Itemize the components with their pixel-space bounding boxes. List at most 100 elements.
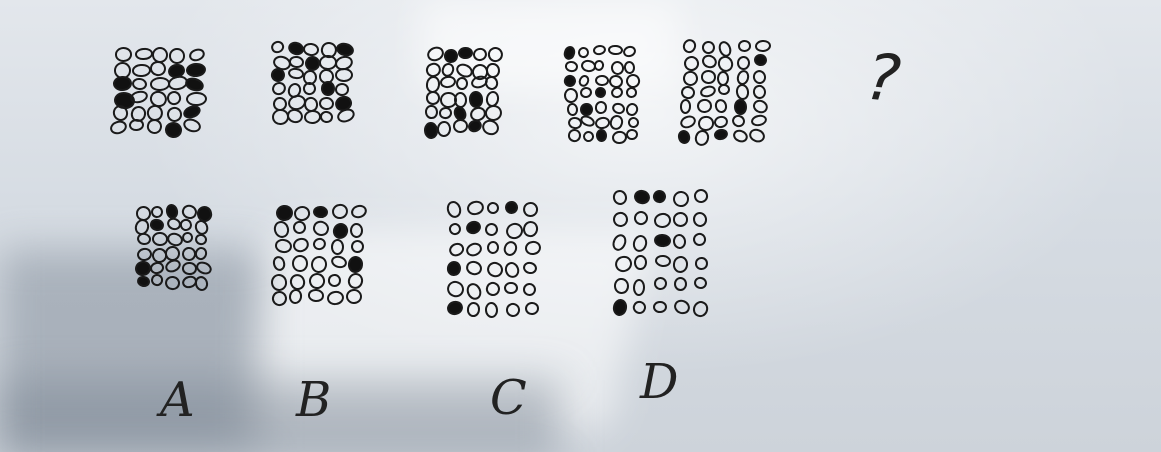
empty-dot xyxy=(521,219,539,238)
empty-dot xyxy=(289,55,306,68)
empty-dot xyxy=(445,200,463,220)
filled-dot xyxy=(186,62,207,78)
empty-dot xyxy=(680,37,697,55)
filled-dot xyxy=(446,300,465,318)
empty-dot xyxy=(292,205,311,223)
empty-dot xyxy=(169,48,185,64)
empty-dot xyxy=(135,48,153,62)
empty-dot xyxy=(109,119,129,137)
empty-dot xyxy=(693,188,710,204)
empty-dot xyxy=(609,114,626,132)
filled-dot xyxy=(468,91,484,109)
filled-dot xyxy=(504,201,519,216)
empty-dot xyxy=(194,259,213,276)
empty-dot xyxy=(504,282,518,294)
empty-dot xyxy=(318,109,334,124)
empty-dot xyxy=(592,44,607,57)
empty-dot xyxy=(735,83,750,101)
empty-dot xyxy=(448,222,464,237)
filled-dot xyxy=(184,75,206,93)
empty-dot xyxy=(579,86,593,99)
empty-dot xyxy=(731,128,749,144)
empty-dot xyxy=(731,113,747,129)
filled-dot xyxy=(713,128,729,142)
empty-dot xyxy=(487,240,500,254)
empty-dot xyxy=(335,83,349,96)
empty-dot xyxy=(503,260,521,279)
empty-dot xyxy=(487,201,501,215)
empty-dot xyxy=(581,129,596,144)
empty-dot xyxy=(151,232,168,247)
empty-dot xyxy=(437,121,452,138)
option-label-a: A xyxy=(160,372,195,428)
empty-dot xyxy=(164,275,181,291)
empty-dot xyxy=(672,298,692,317)
empty-dot xyxy=(613,253,635,274)
empty-dot xyxy=(752,84,767,100)
empty-dot xyxy=(292,219,308,235)
empty-dot xyxy=(136,231,153,246)
empty-dot xyxy=(522,200,540,218)
empty-dot xyxy=(149,60,168,78)
empty-dot xyxy=(696,98,712,113)
empty-dot xyxy=(718,83,730,95)
filled-dot xyxy=(113,76,133,92)
empty-dot xyxy=(328,274,343,288)
empty-dot xyxy=(564,60,578,73)
filled-dot xyxy=(594,87,605,98)
empty-dot xyxy=(564,88,579,104)
empty-dot xyxy=(311,219,332,239)
filled-dot xyxy=(304,55,320,71)
filled-dot xyxy=(677,129,692,145)
empty-dot xyxy=(680,99,692,114)
empty-dot xyxy=(755,39,772,52)
empty-dot xyxy=(193,246,208,262)
empty-dot xyxy=(331,239,344,255)
filled-dot xyxy=(423,121,438,139)
empty-dot xyxy=(672,255,689,274)
empty-dot xyxy=(350,239,364,254)
empty-dot xyxy=(611,130,627,145)
empty-dot xyxy=(131,77,147,91)
filled-dot xyxy=(563,44,578,60)
empty-dot xyxy=(272,219,291,240)
empty-dot xyxy=(181,117,203,136)
filled-dot xyxy=(633,188,652,205)
empty-dot xyxy=(693,276,709,291)
empty-dot xyxy=(673,212,688,227)
option-grid-c xyxy=(448,202,543,322)
empty-dot xyxy=(330,202,349,221)
empty-dot xyxy=(465,259,484,277)
empty-dot xyxy=(270,80,288,98)
empty-dot xyxy=(700,53,719,70)
empty-dot xyxy=(681,69,700,88)
empty-dot xyxy=(631,233,649,253)
empty-dot xyxy=(634,254,647,269)
question-mark: ? xyxy=(862,40,904,117)
empty-dot xyxy=(311,236,327,252)
option-label-b: B xyxy=(296,372,331,428)
empty-dot xyxy=(752,97,771,114)
empty-dot xyxy=(654,254,672,268)
empty-dot xyxy=(699,84,717,99)
empty-dot xyxy=(182,262,197,275)
empty-dot xyxy=(178,217,194,233)
empty-dot xyxy=(625,129,638,141)
filled-dot xyxy=(163,120,183,139)
empty-dot xyxy=(502,239,519,257)
empty-dot xyxy=(504,302,522,319)
empty-dot xyxy=(701,69,717,84)
empty-dot xyxy=(181,231,195,245)
empty-dot xyxy=(438,106,453,120)
filled-dot xyxy=(330,221,350,242)
empty-dot xyxy=(626,87,637,98)
filled-dot xyxy=(136,275,152,289)
empty-dot xyxy=(186,91,207,106)
empty-dot xyxy=(188,47,207,64)
empty-dot xyxy=(464,240,484,258)
empty-dot xyxy=(521,260,538,275)
empty-dot xyxy=(674,277,688,292)
empty-dot xyxy=(349,202,369,220)
empty-dot xyxy=(132,64,151,78)
